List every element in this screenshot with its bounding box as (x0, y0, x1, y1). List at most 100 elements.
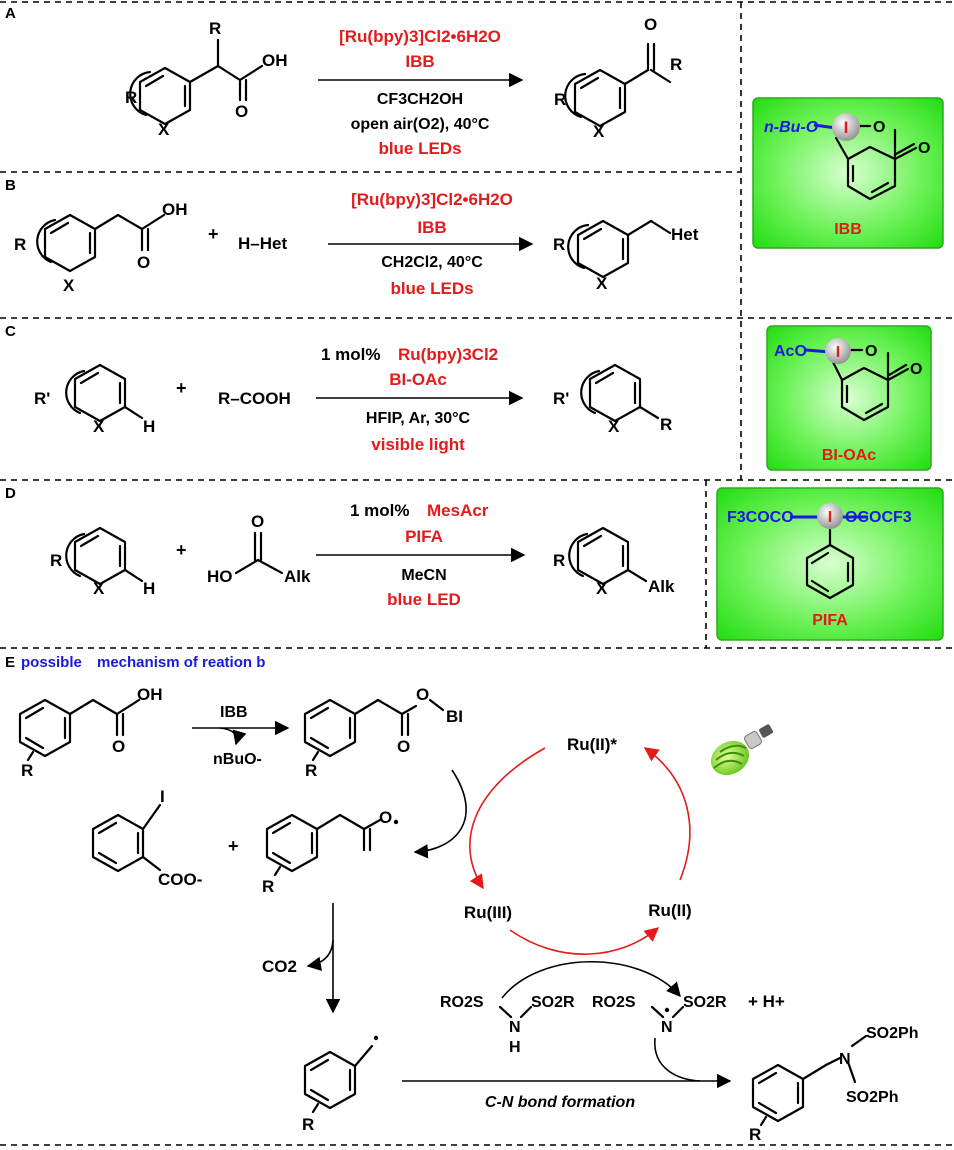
panel-a: R X R OH O [Ru(bpy)3]Cl2•6H2O IBB CF3CH2… (125, 15, 682, 158)
panel-b-light: blue LEDs (390, 279, 473, 298)
panel-b-oh: OH (162, 200, 188, 219)
panel-b-reactant: R X OH O (14, 200, 188, 295)
panel-d-acid: O HO Alk (207, 512, 311, 586)
mech-radical-r: R (262, 877, 274, 896)
panel-c: R' X H + R–COOH 1 mol% Ru(bpy)3Cl2 BI-OA… (34, 345, 672, 454)
mech-start-r: R (21, 761, 33, 780)
ibb-o1: O (873, 119, 885, 136)
panel-a-condition: open air(O2), 40°C (351, 116, 490, 133)
mech-radical-o: O (379, 808, 392, 827)
panel-a-product-o: O (644, 15, 657, 34)
ru-two: Ru(II) (648, 901, 691, 920)
mech-ester-bi: BI (446, 707, 463, 726)
panel-d-acid-o: O (251, 512, 264, 531)
mech-n-radical: RO2S N SO2R + H+ (592, 992, 785, 1036)
panel-d-product-r: R (553, 551, 565, 570)
ru-cycle: Ru(II)* Ru(III) Ru(II) (464, 735, 692, 955)
panel-a-oh: OH (262, 51, 288, 70)
panel-d-light: blue LED (387, 590, 461, 609)
ibb-name: IBB (834, 221, 862, 238)
bioac-acetoxy: AcO (774, 343, 807, 360)
mech-sulfonimide-n: N (509, 1019, 521, 1036)
panel-b-product-x: X (596, 274, 608, 293)
panel-b-catalyst: [Ru(bpy)3]Cl2•6H2O (351, 190, 513, 209)
panel-d-oxidant: PIFA (405, 527, 443, 546)
panel-a-product-r2: R (670, 55, 682, 74)
ru-three: Ru(III) (464, 903, 512, 922)
mech-ester-o: O (416, 685, 429, 704)
panel-b-solvent: CH2Cl2, 40°C (381, 254, 483, 271)
mech-start-o: O (112, 737, 125, 756)
panel-d: R X H + O HO Alk 1 mol% MesAcr PIFA MeCN… (50, 501, 675, 609)
light-bulb-icon (710, 724, 773, 776)
panel-d-plus: + (176, 540, 187, 560)
panel-e-title-a: possible (21, 654, 82, 671)
panel-a-product-x: X (593, 122, 605, 141)
mech-carboxyl-radical: O R (262, 808, 399, 896)
panel-c-oxidant: BI-OAc (389, 370, 447, 389)
panel-letter-b: B (5, 177, 16, 194)
mech-iodo-coo: COO- (158, 870, 202, 889)
mech-set-arrow (413, 769, 467, 859)
mech-step1-reagent: IBB (220, 704, 248, 721)
panel-a-light: blue LEDs (378, 139, 461, 158)
panel-d-h-label: H (143, 579, 155, 598)
panel-a-product-r: R (554, 90, 566, 109)
panel-letter-a: A (5, 5, 16, 22)
pifa-iodine: I (828, 509, 832, 526)
panel-a-alpha-r: R (209, 19, 221, 38)
panel-letter-e: E (5, 654, 15, 671)
panel-d-product: R X Alk (553, 526, 675, 598)
panel-d-acid-ho: HO (207, 567, 233, 586)
panel-a-r-label: R (125, 88, 137, 107)
pifa-right-group: OCOCF3 (845, 509, 912, 526)
panel-b-r-label: R (14, 235, 26, 254)
panel-a-oxidant: IBB (405, 52, 434, 71)
mech-sulfonimide: RO2S N H SO2R (440, 994, 575, 1056)
mech-iodo-i: I (160, 787, 165, 806)
bioac-o2: O (910, 361, 922, 378)
panel-b-oxidant: IBB (417, 218, 446, 237)
mech-product-top: SO2Ph (866, 1025, 918, 1042)
mech-start-acid: OH O R (18, 685, 163, 780)
panel-d-product-alk: Alk (648, 577, 675, 596)
mech-plus: + (228, 836, 239, 856)
reagent-box-bioac: I AcO O O BI-OAc (766, 325, 932, 471)
panel-c-product-r2: R (660, 415, 672, 434)
panel-letter-c: C (5, 323, 16, 340)
panel-c-catalyst: Ru(bpy)3Cl2 (398, 345, 498, 364)
mech-sulfonimide-h: H (509, 1039, 521, 1056)
bioac-iodine: I (836, 344, 840, 361)
panel-d-solvent: MeCN (401, 567, 446, 584)
mech-product-n: N (839, 1051, 851, 1068)
mech-product-r: R (749, 1125, 761, 1144)
panel-b-plus: + (208, 224, 219, 244)
bioac-o1: O (865, 343, 877, 360)
reagent-box-pifa: I F3COCO OCOCF3 PIFA (716, 487, 944, 641)
panel-a-o: O (235, 102, 248, 121)
ibb-iodine: I (844, 118, 849, 137)
mech-sulfonimide-left: RO2S (440, 994, 484, 1011)
panel-c-product-r: R' (553, 389, 569, 408)
mech-product: N SO2Ph SO2Ph R (749, 1025, 918, 1144)
panel-c-x-label: X (93, 417, 105, 436)
panel-b-product-r: R (553, 235, 565, 254)
mech-n-radical-left: RO2S (592, 994, 636, 1011)
panel-b-o: O (137, 253, 150, 272)
panel-a-solvent: CF3CH2OH (377, 91, 463, 108)
mech-step1-byproduct: nBuO- (213, 751, 262, 768)
mech-sulfonimide-right: SO2R (531, 994, 575, 1011)
mech-product-bottom: SO2Ph (846, 1089, 898, 1106)
panel-a-x-label: X (158, 120, 170, 139)
panel-c-h-label: H (143, 417, 155, 436)
panel-d-catalyst-prefix: 1 mol% (350, 501, 410, 520)
panel-c-light: visible light (371, 435, 465, 454)
mech-iodobenzoate: I COO- (91, 787, 202, 889)
mech-ester-o2: O (397, 737, 410, 756)
panel-d-r-label: R (50, 551, 62, 570)
bioac-name: BI-OAc (822, 447, 876, 464)
panel-b: R X OH O + H–Het [Ru(bpy)3]Cl2•6H2O IBB … (14, 190, 699, 298)
panel-c-solvent: HFIP, Ar, 30°C (366, 410, 471, 427)
mech-cn-label: C-N bond formation (485, 1094, 635, 1111)
mech-benzyl-radical: R (302, 1035, 379, 1134)
